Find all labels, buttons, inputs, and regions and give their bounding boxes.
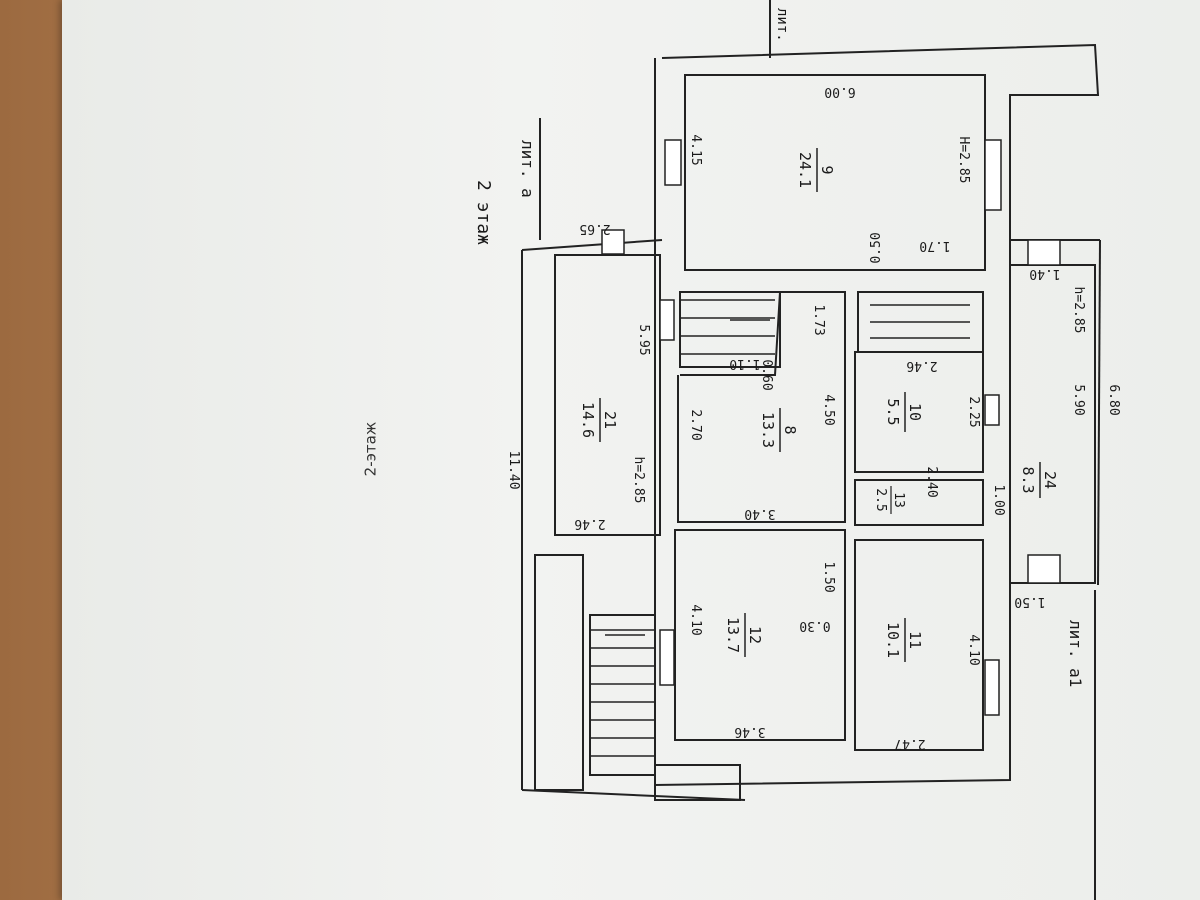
- room-24-number: 24: [1041, 471, 1059, 489]
- floor-heading: 2 этаж: [473, 180, 494, 245]
- room-21-number: 21: [601, 411, 619, 429]
- dim-1-00: 1.00: [991, 484, 1006, 515]
- dim-0-30: 0.30: [799, 618, 830, 633]
- room-12-number: 12: [746, 626, 764, 644]
- dim-6-80: 6.80: [1106, 384, 1121, 415]
- dim-h285-9: H=2.85: [956, 137, 971, 184]
- window: [659, 629, 675, 686]
- dim-4-15: 4.15: [688, 134, 703, 165]
- room-8-outline: [677, 291, 846, 523]
- dim-h285-24: h=2.85: [1071, 287, 1086, 334]
- dim-6-00: 6.00: [824, 84, 855, 99]
- room-12-outline: [674, 529, 846, 741]
- dim-0-60: 0.60: [759, 359, 774, 390]
- dim-0-50: 0.50: [869, 232, 884, 263]
- room-11-number: 11: [906, 631, 924, 649]
- dim-2-70: 2.70: [688, 409, 703, 440]
- outer-wall-top-left: [521, 239, 663, 251]
- dim-1-10: 1.10: [729, 356, 760, 371]
- outer-wall: [654, 43, 1100, 787]
- room-13-area: 2.5: [873, 488, 888, 511]
- room-24-area: 8.3: [1019, 466, 1037, 493]
- dim-2-47: 2.47: [894, 736, 925, 751]
- room-11-area: 10.1: [884, 622, 902, 658]
- left-stair-outline: [534, 554, 584, 791]
- window: [659, 299, 675, 341]
- window: [601, 229, 625, 255]
- dim-4-10-a: 4.10: [688, 604, 703, 635]
- room-21-outline: [554, 254, 661, 536]
- dim-2-65: 2.65: [579, 221, 610, 236]
- room-10-area: 5.5: [884, 398, 902, 425]
- room-13-number: 13: [891, 492, 906, 508]
- dim-4-50: 4.50: [821, 394, 836, 425]
- room-10-outline: [854, 351, 984, 473]
- room-11-outline: [854, 539, 984, 751]
- dim-h285-21: h=2.85: [631, 457, 646, 504]
- dim-5-95: 5.95: [636, 324, 651, 355]
- right-extension-wall-outer: [1097, 239, 1101, 586]
- window: [984, 139, 1002, 211]
- dim-3-46: 3.46: [734, 724, 765, 739]
- dim-1-73: 1.73: [811, 304, 826, 335]
- dim-2-25: 2.25: [966, 396, 981, 427]
- window: [984, 659, 1000, 716]
- main-stair-outline: [589, 614, 656, 776]
- dim-1-50-a: 1.50: [821, 561, 836, 592]
- room-10-number: 10: [906, 403, 924, 421]
- room-12-area: 13.7: [724, 617, 742, 653]
- dim-11-40: 11.40: [506, 450, 521, 489]
- dim-2-46-a: 2.46: [574, 516, 605, 531]
- lit-a-label: лит. а: [518, 140, 537, 198]
- room-9-number: 9: [818, 165, 836, 174]
- room-21-area: 14.6: [579, 402, 597, 438]
- lit-top-label: лит.: [774, 8, 790, 42]
- window: [664, 139, 682, 186]
- dim-3-40: 3.40: [744, 506, 775, 521]
- dim-5-90: 5.90: [1071, 384, 1086, 415]
- window: [1027, 554, 1061, 584]
- window: [984, 394, 1000, 426]
- dim-1-70: 1.70: [919, 238, 950, 253]
- dim-1-40: 1.40: [1029, 266, 1060, 281]
- dim-1-50-b: 1.50: [1014, 594, 1045, 609]
- outer-wall-bottom: [521, 789, 746, 801]
- dim-2-40: 2.40: [924, 466, 939, 497]
- room-8-area: 13.3: [759, 412, 777, 448]
- window: [1027, 239, 1061, 266]
- room-13-outline: [854, 479, 984, 526]
- room-8-number: 8: [781, 425, 799, 434]
- floor-caption: 2-этаж: [361, 421, 380, 477]
- floor-plan-drawing: 9 24.1 21 14.6 8 13.3 10 5.5 13 2.5 24 8…: [473, 0, 1121, 900]
- bottom-stair-outline: [654, 764, 741, 801]
- room-9-area: 24.1: [796, 152, 814, 188]
- lit-a1-label: лит. а1: [1066, 620, 1085, 687]
- dim-2-46-b: 2.46: [906, 358, 937, 373]
- stair-block-upper: [679, 291, 781, 368]
- dim-4-10-b: 4.10: [966, 634, 981, 665]
